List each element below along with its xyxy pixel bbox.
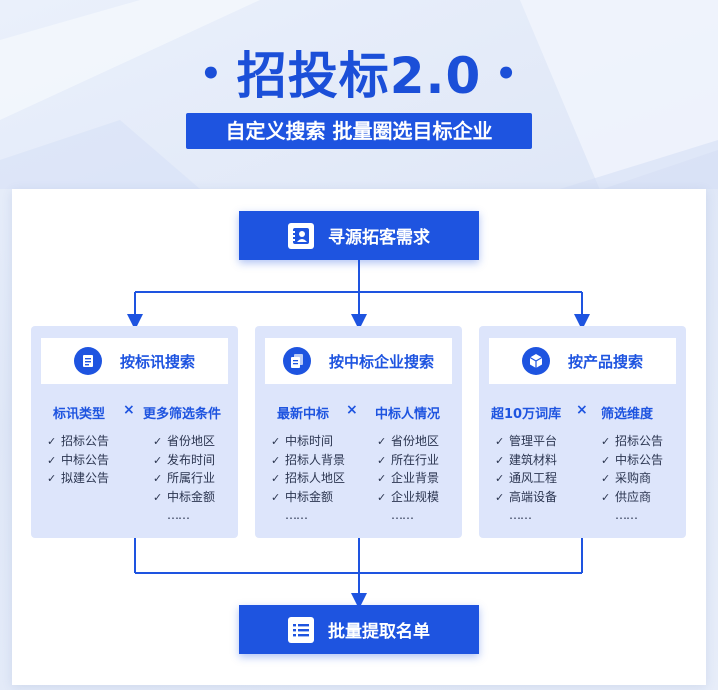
- files-icon: [282, 347, 311, 375]
- list-item: ✓发布时间: [153, 452, 216, 467]
- list-item: ✓建筑材料: [495, 452, 558, 467]
- card-winner-search-header: 按中标企业搜索: [265, 338, 452, 384]
- batch-extract-node: 批量提取名单: [239, 605, 479, 654]
- title-dot-left: •: [199, 54, 223, 94]
- list-item: ✓中标公告: [47, 452, 110, 467]
- times-sign: ×: [576, 402, 588, 418]
- filter-dimension-title: 筛选维度: [601, 407, 654, 422]
- title-dot-right: •: [495, 54, 519, 94]
- card-tender-search: 按标讯搜索 标讯类型 × 更多筛选条件 ✓招标公告 ✓中标公告 ✓拟建公告 ✓省…: [31, 326, 238, 538]
- list-item: ✓中标金额: [153, 489, 216, 504]
- latest-win-list: ✓中标时间 ✓招标人背景 ✓招标人地区 ✓中标金额 ……: [271, 432, 345, 525]
- document-icon: [73, 347, 102, 375]
- list-item: ✓高端设备: [495, 489, 558, 504]
- list-more: ……: [615, 508, 638, 522]
- lexicon-list: ✓管理平台 ✓建筑材料 ✓通风工程 ✓高端设备 ……: [495, 432, 557, 525]
- list-more: ……: [509, 508, 532, 522]
- card-tender-search-title: 按标讯搜索: [119, 352, 195, 371]
- source-demand-node: 寻源拓客需求: [239, 211, 479, 260]
- times-sign: ×: [346, 402, 358, 418]
- list-more: ……: [167, 508, 190, 522]
- subtitle-banner: 自定义搜索 批量圈选目标企业: [186, 113, 532, 149]
- source-demand-label: 寻源拓客需求: [328, 228, 430, 248]
- list-item: ✓通风工程: [495, 471, 558, 485]
- list-item: ✓招标人地区: [271, 471, 346, 485]
- tender-type-title: 标讯类型: [53, 407, 106, 422]
- card-product-search-title: 按产品搜索: [567, 352, 643, 371]
- list-item: ✓采购商: [601, 471, 652, 485]
- batch-extract-label: 批量提取名单: [328, 622, 430, 642]
- tender-type-list: ✓招标公告 ✓中标公告 ✓拟建公告: [47, 432, 109, 488]
- list-icon: [288, 616, 314, 643]
- list-item: ✓省份地区: [377, 434, 440, 448]
- card-winner-search-title: 按中标企业搜索: [328, 352, 434, 371]
- list-item: ✓招标公告: [47, 434, 110, 448]
- list-more: ……: [285, 508, 308, 522]
- winner-info-list: ✓省份地区 ✓所在行业 ✓企业背景 ✓企业规模 ……: [377, 432, 439, 525]
- winner-info-title: 中标人情况: [375, 407, 441, 422]
- more-filters-list: ✓省份地区 ✓发布时间 ✓所属行业 ✓中标金额 ……: [153, 432, 215, 525]
- card-product-search: 按产品搜索 超10万词库 × 筛选维度 ✓管理平台 ✓建筑材料 ✓通风工程 ✓高…: [479, 326, 686, 538]
- cube-icon: [521, 347, 550, 375]
- card-product-search-header: 按产品搜索: [489, 338, 676, 384]
- list-item: ✓所在行业: [377, 452, 440, 467]
- list-item: ✓招标公告: [601, 434, 664, 448]
- times-sign: ×: [123, 402, 135, 418]
- filter-dimension-list: ✓招标公告 ✓中标公告 ✓采购商 ✓供应商 ……: [601, 432, 663, 525]
- list-item: ✓招标人背景: [271, 452, 346, 467]
- card-winner-search: 按中标企业搜索 最新中标 × 中标人情况 ✓中标时间 ✓招标人背景 ✓招标人地区…: [255, 326, 462, 538]
- card-tender-search-header: 按标讯搜索: [41, 338, 228, 384]
- list-item: ✓中标金额: [271, 489, 334, 504]
- latest-win-title: 最新中标: [277, 407, 330, 422]
- more-filters-title: 更多筛选条件: [143, 407, 222, 422]
- lexicon-title: 超10万词库: [491, 407, 562, 422]
- list-item: ✓供应商: [601, 489, 652, 504]
- list-item: ✓中标时间: [271, 434, 334, 448]
- page-title: • 招投标2.0 •: [0, 36, 718, 108]
- list-item: ✓拟建公告: [47, 471, 110, 485]
- list-item: ✓企业背景: [377, 471, 440, 485]
- list-item: ✓中标公告: [601, 452, 664, 467]
- list-item: ✓所属行业: [153, 471, 216, 485]
- list-item: ✓管理平台: [495, 434, 558, 448]
- list-item: ✓省份地区: [153, 434, 216, 448]
- list-item: ✓企业规模: [377, 489, 440, 504]
- contact-book-icon: [288, 222, 314, 249]
- list-more: ……: [391, 508, 414, 522]
- title-text: 招投标2.0: [236, 47, 482, 105]
